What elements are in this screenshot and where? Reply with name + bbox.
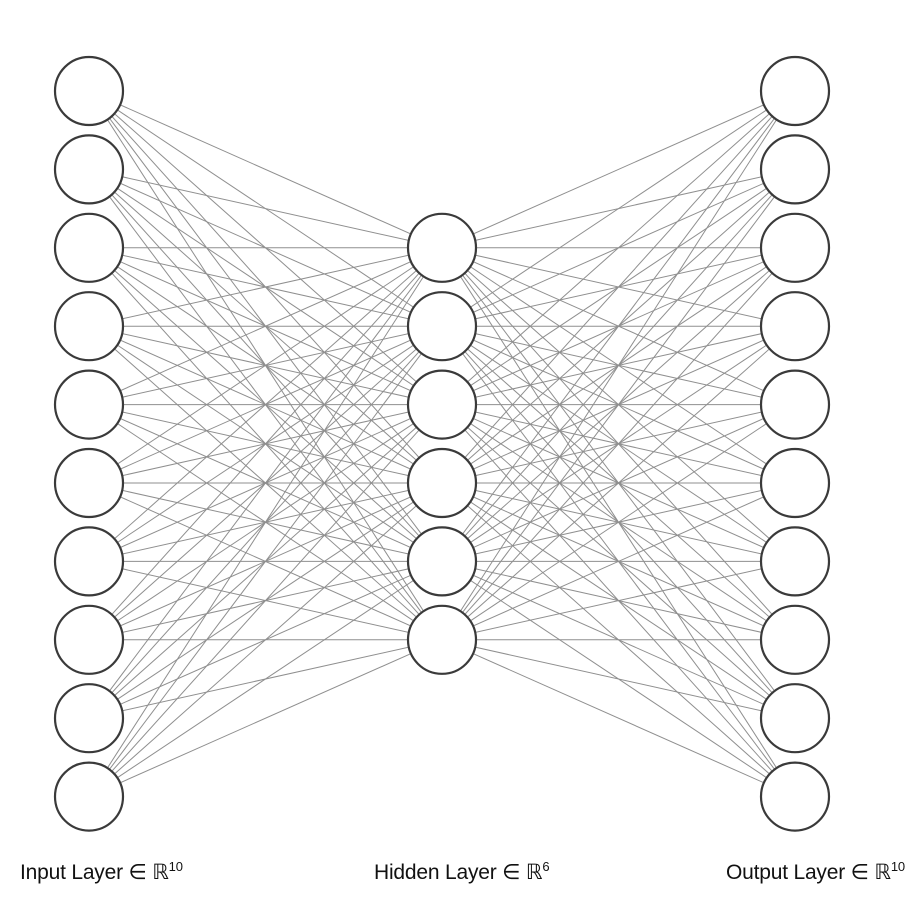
edge-hidden-6-to-output-9 <box>441 639 796 719</box>
edge-hidden-1-to-output-1 <box>441 90 796 249</box>
edge-input-9-to-hidden-1 <box>88 247 443 719</box>
edge-input-10-to-hidden-6 <box>88 639 443 798</box>
edge-hidden-6-to-output-5 <box>441 404 796 641</box>
edge-hidden-5-to-output-1 <box>441 90 796 562</box>
hidden-neuron-3 <box>406 369 478 440</box>
edge-hidden-6-to-output-2 <box>441 169 796 641</box>
output-layer-label-text: Output Layer ∈ ℝ <box>726 861 891 884</box>
edge-input-2-to-hidden-1 <box>88 168 443 249</box>
output-layer-label: Output Layer ∈ ℝ10 <box>726 860 905 885</box>
edge-input-10-to-hidden-5 <box>88 560 443 798</box>
output-neuron-2 <box>759 134 831 205</box>
edge-hidden-6-to-output-7 <box>441 560 796 641</box>
input-neuron-5 <box>53 369 125 440</box>
hidden-neuron-5 <box>406 526 478 597</box>
edge-input-10-to-hidden-2 <box>88 325 443 797</box>
input-neuron-2 <box>53 134 125 205</box>
input-neuron-10 <box>53 761 125 832</box>
input-neuron-7 <box>53 526 125 597</box>
output-neuron-7 <box>759 526 831 597</box>
edge-hidden-2-to-output-1 <box>441 90 796 327</box>
connections <box>88 90 796 798</box>
edge-hidden-6-to-output-3 <box>441 247 796 641</box>
edge-input-7-to-hidden-1 <box>88 247 443 562</box>
edge-input-4-to-hidden-1 <box>88 247 443 327</box>
edge-input-10-to-hidden-3 <box>88 404 443 797</box>
output-layer-label-power: 10 <box>890 859 905 874</box>
hidden-neuron-6 <box>406 604 478 675</box>
output-neuron-3 <box>759 212 831 283</box>
output-neuron-4 <box>759 291 831 362</box>
edge-input-8-to-hidden-1 <box>88 247 443 641</box>
input-neuron-8 <box>53 604 125 675</box>
edge-input-6-to-hidden-1 <box>88 247 443 484</box>
input-layer-label: Input Layer ∈ ℝ10 <box>20 860 183 885</box>
edge-input-10-to-hidden-1 <box>88 247 443 797</box>
output-neuron-9 <box>759 683 831 754</box>
output-neuron-1 <box>759 55 831 127</box>
hidden-neuron-2 <box>406 291 478 362</box>
edge-input-5-to-hidden-1 <box>88 247 443 406</box>
output-neuron-5 <box>759 369 831 440</box>
edge-hidden-6-to-output-10 <box>441 639 796 798</box>
edge-hidden-6-to-output-6 <box>441 482 796 641</box>
output-neuron-10 <box>759 761 831 832</box>
hidden-layer-label-text: Hidden Layer ∈ ℝ <box>374 861 543 884</box>
edge-hidden-6-to-output-4 <box>441 325 796 641</box>
edge-hidden-6-to-output-1 <box>441 90 796 641</box>
input-neuron-4 <box>53 291 125 362</box>
edge-hidden-3-to-output-1 <box>441 90 796 405</box>
input-neuron-9 <box>53 683 125 754</box>
input-layer-label-power: 10 <box>168 859 183 874</box>
edge-hidden-4-to-output-1 <box>441 90 796 484</box>
input-neuron-6 <box>53 447 125 519</box>
edge-input-10-to-hidden-4 <box>88 482 443 797</box>
hidden-neuron-1 <box>406 212 478 283</box>
hidden-layer-label: Hidden Layer ∈ ℝ6 <box>374 859 550 885</box>
edge-input-1-to-hidden-1 <box>88 90 443 249</box>
hidden-neuron-4 <box>406 447 478 519</box>
output-neuron-8 <box>759 604 831 675</box>
neurons <box>53 55 831 832</box>
input-layer-label-text: Input Layer ∈ ℝ <box>20 861 169 884</box>
hidden-layer-label-power: 6 <box>542 859 550 874</box>
output-neuron-6 <box>759 447 831 519</box>
input-neuron-3 <box>53 212 125 283</box>
input-neuron-1 <box>53 55 125 127</box>
